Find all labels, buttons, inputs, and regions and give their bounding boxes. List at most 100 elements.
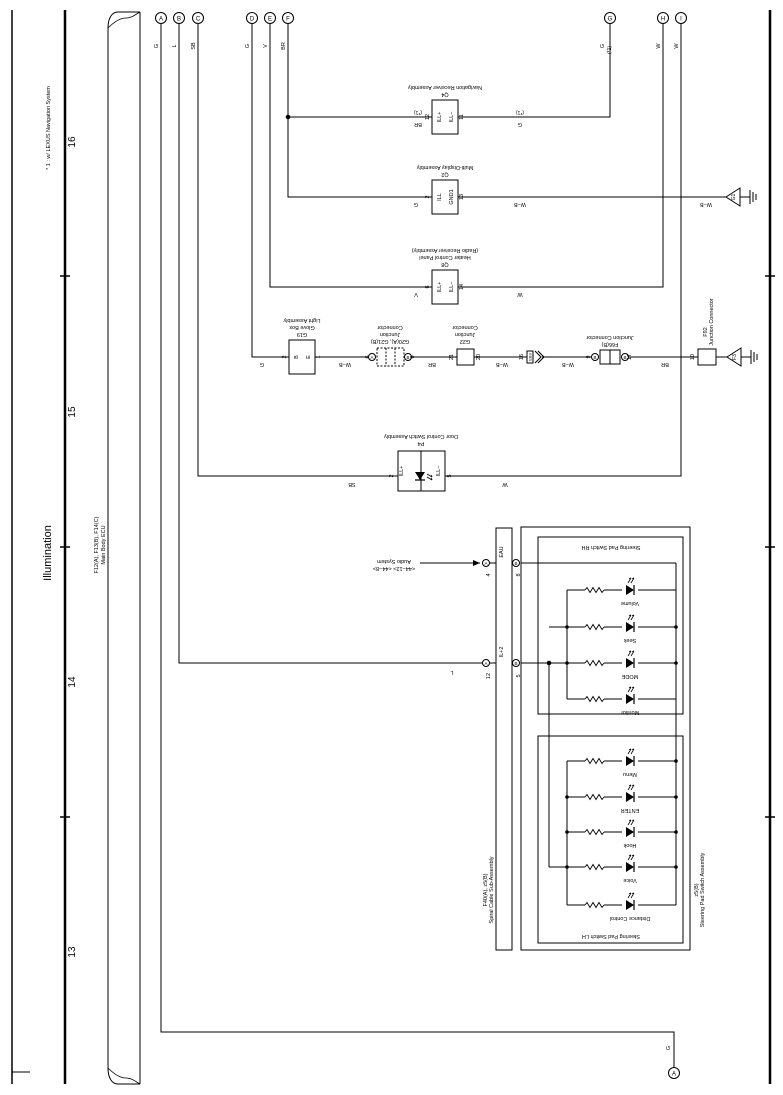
heater-pin-b: 14 [459, 284, 465, 290]
glove-pin-b-label: E [306, 355, 312, 359]
glove-name-1: Glove Box [289, 324, 315, 330]
led-distance-control-icon [625, 892, 635, 911]
f66-conn-a: B [593, 355, 596, 360]
wire-label: L [172, 44, 178, 47]
g22-wire-out: W−B [496, 361, 508, 367]
g20-wire-out: BR [428, 361, 436, 367]
nav-pin-a-label: ILL+ [437, 112, 443, 123]
wire-label: SB [191, 42, 197, 50]
page-number-16: 16 [67, 136, 78, 148]
f66-conn-b: B [623, 355, 626, 360]
door-control-switch: ILL+ ILL− 2 5 P4 Door Control Switch Ass… [348, 433, 508, 492]
led-label-seek: Seek [623, 637, 636, 643]
svg-text:G: G [608, 17, 613, 23]
g22-pin-b: 20 [476, 354, 482, 360]
glove-wire-out: W−B [339, 361, 351, 367]
audio-ref: <44−12> <44−8> [373, 565, 415, 571]
display-name: Multi-Display Assembly [416, 164, 473, 170]
glove-box-light: B E 2 1 G19 Glove Box Light Assembly G W… [260, 317, 351, 375]
spiral-conn-b-1: B [514, 561, 517, 566]
nav-wire-a: BR [414, 121, 422, 127]
g20-name-2: Connector [377, 324, 403, 330]
g20-name-1: Junction [380, 331, 401, 337]
led-volume-icon [625, 577, 635, 596]
spiral-pin-eau-a: 4 [486, 573, 492, 576]
ecu-name: Main Body ECU [101, 525, 107, 564]
nav-pin-b: 11 [459, 114, 465, 120]
heater-pin-b-label: ILL− [449, 282, 455, 293]
display-wire-a: G [414, 201, 418, 207]
connector-B: B L [172, 12, 185, 48]
glove-pin-a: 2 [282, 355, 288, 358]
audio-system: Audio System <44−12> <44−8> [373, 558, 480, 571]
led-label-enter: ENTER [621, 807, 640, 813]
door-pin-b: 5 [447, 474, 453, 477]
led-mode-icon [625, 650, 635, 669]
nav-note-a: (*1) [414, 109, 422, 115]
eb3-pin: 16 [519, 354, 525, 360]
junction-connector-f92: 10 F92 Junction Connector [690, 298, 717, 366]
spiral-pin-eau-b: 8 [516, 573, 522, 576]
footnote: * 1 : w/ LEXUS Navigation System [46, 86, 52, 170]
f66-wire-out: BR [661, 361, 669, 367]
wire-label: W [674, 43, 680, 49]
wire-label: W [656, 43, 662, 49]
door-pin-b-label: ILL− [436, 466, 442, 477]
rh-name: Steering Pad Switch RH [581, 544, 640, 550]
svg-text:E: E [268, 17, 272, 23]
audio-name: Audio System [377, 558, 411, 564]
door-wire-a: SB [348, 481, 356, 487]
nav-note-b: (*1) [516, 109, 524, 115]
page-number-14: 14 [67, 676, 78, 688]
connector-I: I W [674, 12, 687, 49]
junction-connector-g20-g21: 6 6 A B G20(A), G21(B) Junction Connecto… [365, 324, 436, 367]
nav-wire-b: G [518, 121, 522, 127]
g22-name-1: Junction [455, 331, 476, 337]
f66-code: F66(B) [601, 341, 618, 347]
door-code: P4 [418, 440, 425, 446]
g20-codes: G20(A), G21(B) [371, 338, 410, 344]
led-label-distance-control: Distance Control [610, 915, 651, 921]
f92-code: F92 [703, 327, 709, 336]
led-label-mode: MODE [621, 673, 638, 679]
connector-eb3: 16 EB3 W−B [519, 350, 574, 367]
eb3-code: EB3 [528, 352, 533, 360]
spiral-name: Spiral Cable Sub-Assembly [489, 856, 495, 923]
steering-pad-switch-rh: Steering Pad Switch RH Volume Seek MODE … [537, 536, 684, 715]
svg-text:A: A [159, 17, 163, 23]
multi-display-assembly: ILL GND1 2 13 Q2 Multi-Display Assembly … [414, 164, 712, 215]
navigation-receiver: ILL+ ILL− 12 11 Q4 Navigation Receiver A… [408, 84, 524, 135]
spiral-wire-l: L [450, 669, 453, 675]
g1-wire: W−B [700, 201, 712, 207]
steering-pad-switch-assembly: z5(B) Steering Pad Switch Assembly [520, 526, 706, 951]
spiral-cable: A B A B EAU IL+2 4 8 12 5 L F40(A), z5(B… [450, 527, 522, 951]
steering-pad-switch-lh: Steering Pad Switch LH Menu ENTER Hook V… [537, 702, 684, 944]
g22-code: G22 [460, 338, 470, 344]
f92-pin: 10 [690, 354, 696, 360]
heater-wire-b: W [517, 291, 523, 297]
wire-label: G [245, 44, 251, 48]
led-monitor-icon [625, 686, 635, 705]
spiral-conn-a-2: A [484, 661, 487, 666]
ground-f3: F3 [726, 347, 758, 367]
spiral-codes: F40(A), z5(B) [483, 873, 489, 906]
ground-g1-code: G1 [731, 193, 737, 200]
nav-pin-b-label: ILL− [449, 112, 455, 123]
page-number-13: 13 [67, 946, 78, 958]
svg-text:B: B [177, 17, 181, 23]
spiral-pin-il-b: 5 [516, 674, 522, 677]
led-label-voice: Voice [623, 877, 636, 883]
heater-wire-a: V [414, 291, 418, 297]
display-pin-a-label: ILL [437, 193, 443, 201]
display-pin-a: 2 [425, 195, 431, 198]
g22-pin-a: 21 [449, 354, 455, 360]
led-label-menu: Menu [623, 771, 637, 777]
glove-pin-b: 1 [316, 355, 322, 358]
connector-F: F BR [281, 12, 294, 50]
spiral-conn-b-2: B [514, 661, 517, 666]
wire-label: G [666, 1046, 672, 1050]
wire-label: G [600, 44, 606, 48]
bottom-connector-A: A G [666, 1046, 680, 1079]
junction-connector-f66: 9 17 B B F66(B) Junction Connector BR [586, 334, 669, 367]
